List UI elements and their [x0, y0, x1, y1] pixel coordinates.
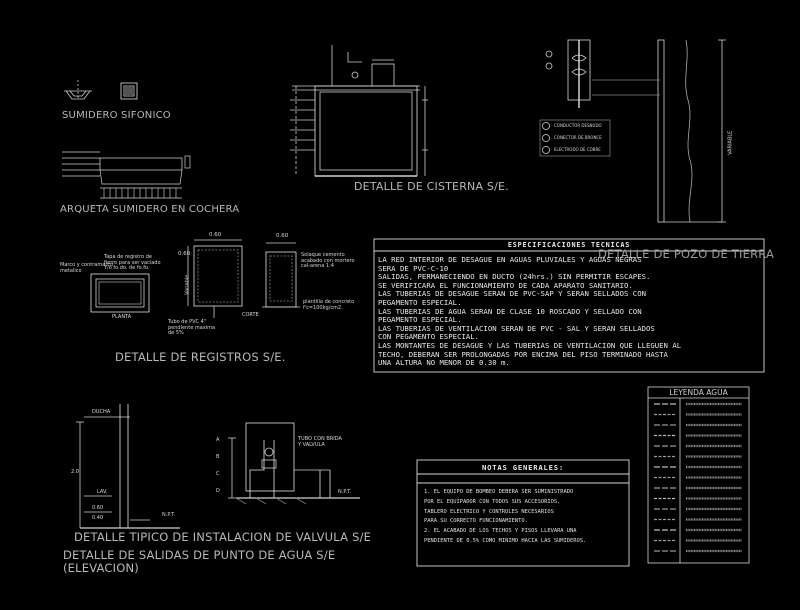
- notes-heading: NOTAS GENERALES:: [481, 463, 565, 472]
- specs-heading: ESPECIFICACIONES TECNICAS: [507, 241, 631, 249]
- spec-line: TECHO, DEBERAN SER PROLONGADAS POR ENCIM…: [378, 349, 668, 359]
- specs-body: LA RED INTERIOR DE DESAGUE EN AGUAS PLUV…: [378, 255, 682, 368]
- sumidero-sifonico-detail: [64, 80, 138, 100]
- spec-line: LAS MONTANTES DE DESAGUE Y LAS TUBERIAS …: [378, 340, 682, 350]
- spec-line: LA RED INTERIOR DE DESAGUE EN AGUAS PLUV…: [378, 255, 642, 264]
- title-valvula: DETALLE TIPICO DE INSTALACION DE VALVULA…: [74, 530, 372, 544]
- title-sumidero: SUMIDERO SIFONICO: [62, 110, 171, 121]
- valvula-letter-c: C: [216, 471, 220, 477]
- spec-line: UNA ALTURA NO MENOR DE 0.30 m.: [378, 358, 510, 368]
- pozo-label-2: CONECTOR DE BRONCE: [554, 135, 602, 140]
- registros-marco: Marco y contramarco metalico: [60, 262, 114, 274]
- valvula-letter-b: B: [216, 454, 220, 460]
- spec-line: LAS TUBERIAS DE VENTILACION SERAN DE PVC…: [378, 323, 655, 333]
- registros-dim-a: 0.60: [209, 232, 222, 238]
- salidas-dim-top: 2.0: [71, 469, 79, 475]
- spec-line: SALIDAS, PERMANECIENDO EN DUCTO (24hrs.)…: [378, 272, 651, 282]
- notes-body: 1. EL EQUIPO DE BOMBEO DEBERA SER SUMINI…: [424, 488, 586, 547]
- note-line: POR EL EQUIPADOR CON TODOS SUS ACCESORIO…: [424, 498, 561, 505]
- title-salidas: DETALLE DE SALIDAS DE PUNTO DE AGUA S/E: [63, 548, 336, 562]
- registros-tubo-pvc: Tubo de PVC 4" pendiente maxima de 5%: [168, 319, 216, 337]
- note-line: PENDIENTE DE 0.5% COMO MINIMO HACIA LAS …: [424, 537, 587, 544]
- cisterna-detail: [290, 45, 428, 177]
- spec-line: PEGAMENTO ESPECIAL.: [378, 315, 462, 325]
- arqueta-sumidero-detail: [62, 151, 191, 199]
- title-elevacion: (ELEVACION): [63, 561, 139, 575]
- spec-line: CON PEGAMENTO ESPECIAL.: [378, 332, 480, 342]
- valvula-detail: [228, 422, 360, 505]
- salidas-npt: N.P.T.: [162, 512, 176, 518]
- note-line: 2. EL ACABADO DE LOS TECHOS Y PISOS LLEV…: [424, 528, 577, 535]
- valvula-letter-d: D: [216, 488, 220, 494]
- registros-planta: PLANTA: [112, 314, 132, 320]
- pozo-tierra-detail: [539, 39, 726, 223]
- legend-table: [647, 386, 750, 564]
- note-line: 1. EL EQUIPO DE BOMBEO DEBERA SER SUMINI…: [424, 489, 574, 495]
- spec-line: LAS TUBERIAS DE AGUA SERAN DE CLASE 10 R…: [378, 306, 642, 316]
- salidas-dim-mid: 0.60: [92, 505, 104, 511]
- title-cisterna: DETALLE DE CISTERNA S/E.: [354, 180, 509, 193]
- registros-plantilla: plantilla de concreto f'c=100kg/cm2.: [303, 299, 355, 311]
- title-registros: DETALLE DE REGISTROS S/E.: [115, 350, 286, 364]
- salidas-lav: LAV.: [97, 489, 108, 495]
- pozo-label-3: ELECTRODO DE COBRE: [554, 147, 601, 152]
- registros-dim-side: 0.60: [178, 251, 191, 257]
- valvula-npt: N.P.T.: [338, 489, 352, 495]
- registros-detail: [90, 239, 300, 318]
- pozo-variable: VARIABLE: [727, 130, 734, 155]
- registros-solaque: Solaque cemento acabado con mortero cal-…: [301, 252, 355, 270]
- title-arqueta: ARQUETA SUMIDERO EN COCHERA: [60, 204, 240, 215]
- registros-corte: CORTE: [242, 312, 259, 318]
- pozo-label-1: CONDUCTOR DESNUDO: [554, 123, 602, 128]
- registros-tapa: Tapa de registro de fierro para ser vaci…: [104, 254, 161, 272]
- specs-box-frame: [373, 238, 765, 373]
- note-line: PARA SU CORRECTO FUNCIONAMIENTO.: [424, 518, 528, 525]
- legend-heading: LEYENDA AGUA: [669, 388, 728, 397]
- title-pozo: DETALLE DE POZO DE TIERRA: [598, 247, 775, 261]
- note-line: TABLERO ELECTRICO Y CONTROLES NECESARIOS: [424, 508, 554, 515]
- spec-line: SE VERIFICARA EL FUNCIONAMIENTO DE CADA …: [378, 280, 633, 290]
- spec-line: LAS TUBERIAS DE DESAGUE SERAN DE PVC-SAP…: [378, 289, 646, 299]
- salidas-ducha: DUCHA: [92, 409, 111, 415]
- spec-line: PEGAMENTO ESPECIAL.: [378, 297, 462, 307]
- salidas-dim-low: 0.40: [92, 515, 104, 521]
- registros-variable: Variable: [184, 274, 191, 295]
- salidas-detail: [76, 404, 180, 529]
- spec-line: SERA DE PVC-C-10: [378, 263, 449, 273]
- valvula-letter-a: A: [216, 437, 220, 443]
- notes-box-frame: [416, 459, 630, 567]
- registros-dim-b: 0.60: [276, 233, 289, 239]
- valvula-tubo: TUBO CON BRIDA Y VALVULA: [298, 436, 342, 448]
